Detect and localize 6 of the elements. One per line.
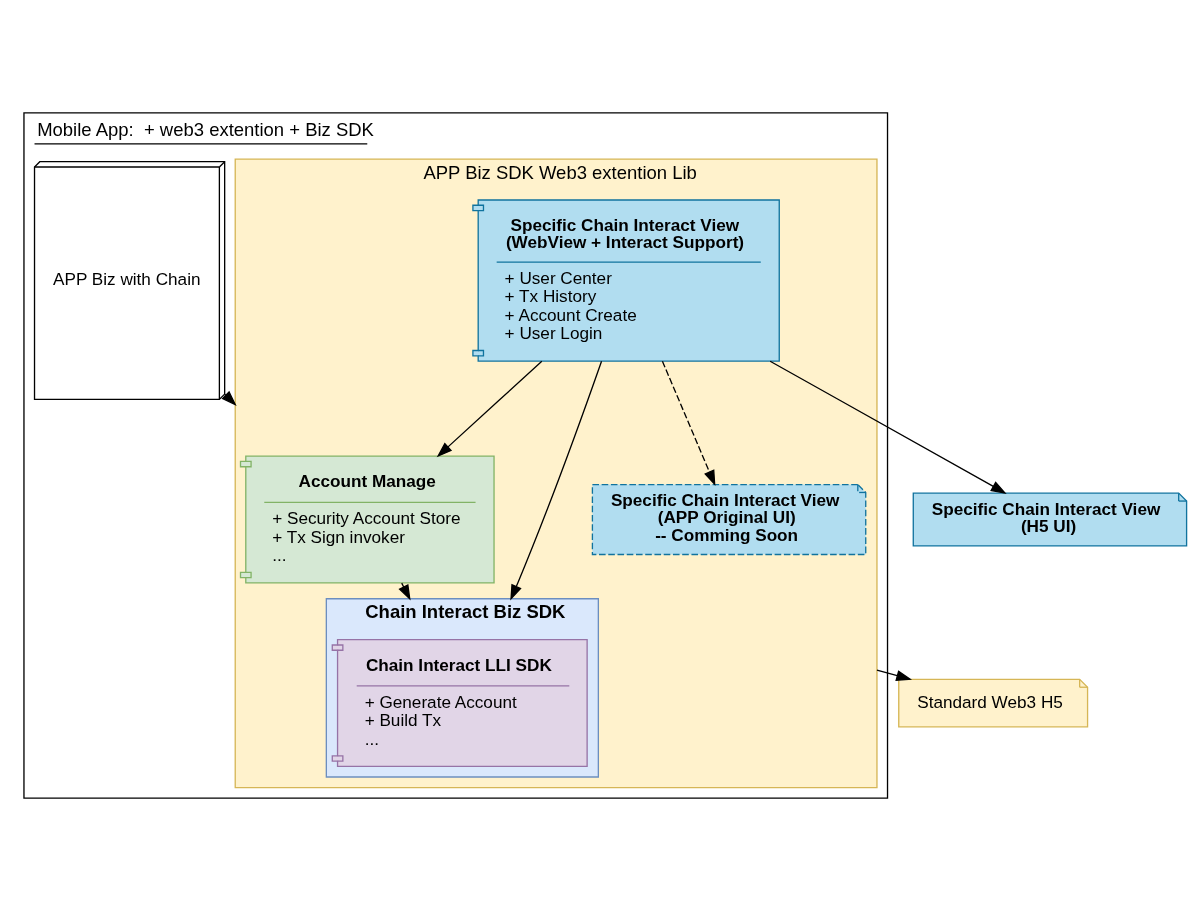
arrow xyxy=(510,360,603,601)
arrow xyxy=(769,360,1007,494)
arrow xyxy=(221,390,237,406)
arrow xyxy=(876,669,913,681)
arrow xyxy=(436,360,543,458)
arrow xyxy=(661,360,716,487)
